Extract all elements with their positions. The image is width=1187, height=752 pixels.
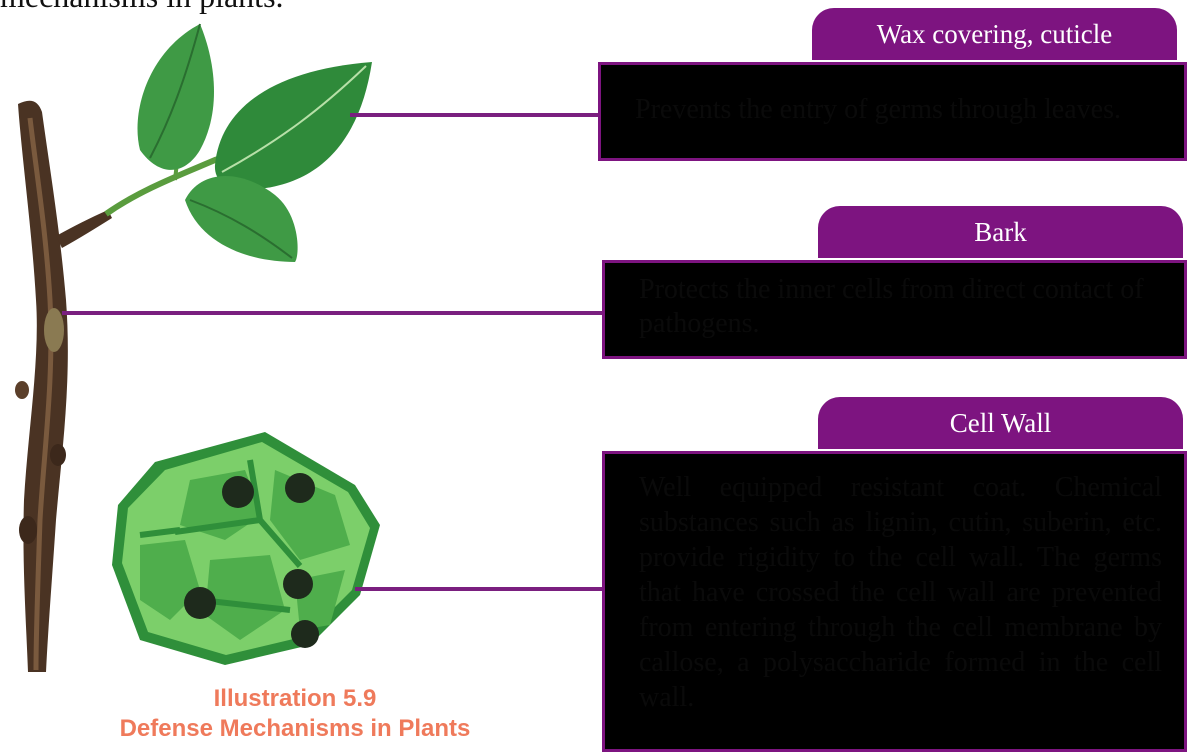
connector-line-bark (62, 311, 607, 315)
figure-number: Illustration 5.9 (70, 684, 520, 714)
callout-title-cuticle: Wax covering, cuticle (812, 8, 1177, 60)
callout-text-cuticle: Prevents the entry of germs through leav… (598, 62, 1187, 161)
plant-cell-illustration (112, 432, 380, 665)
figure-title: Defense Mechanisms in Plants (70, 714, 520, 744)
figure-caption: Illustration 5.9 Defense Mechanisms in P… (70, 684, 520, 744)
connector-line-leaf (350, 113, 600, 117)
callout-title-bark: Bark (818, 206, 1183, 258)
branch-stem-illustration (15, 101, 112, 672)
callout-text-cell-wall: Well equipped resistant coat. Chemical s… (602, 451, 1187, 752)
connector-line-cell-wall (355, 587, 605, 591)
callout-text-bark: Protects the inner cells from direct con… (602, 260, 1187, 359)
leaf-illustration (138, 24, 373, 262)
callout-title-cell-wall: Cell Wall (818, 397, 1183, 449)
